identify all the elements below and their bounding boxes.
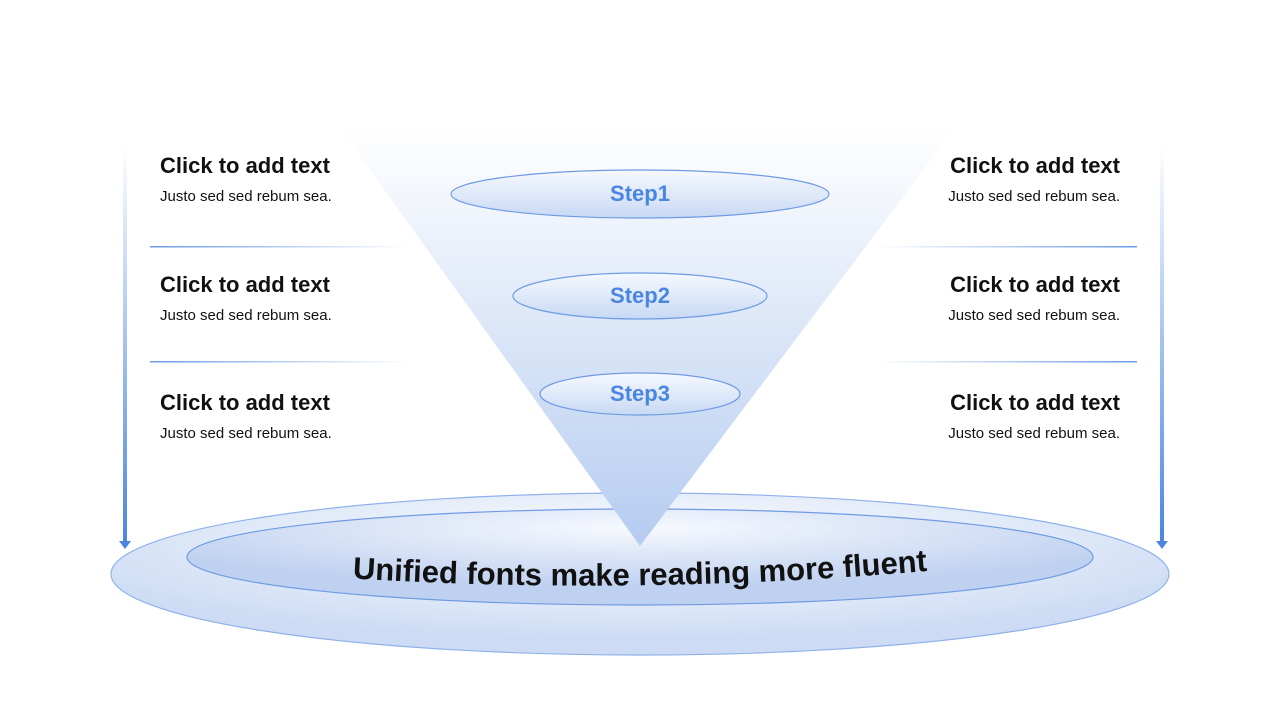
right-arrow-shaft <box>1160 145 1164 541</box>
right-arrow-head <box>1156 541 1168 549</box>
left-item-title[interactable]: Click to add text <box>160 153 330 178</box>
right-divider-2 <box>877 361 1137 363</box>
right-item-body[interactable]: Justo sed sed rebum sea. <box>948 425 1120 442</box>
left-item-body[interactable]: Justo sed sed rebum sea. <box>160 307 332 324</box>
left-item-title[interactable]: Click to add text <box>160 390 330 415</box>
step-3-label: Step3 <box>610 381 670 406</box>
right-item-3: Click to add text Justo sed sed rebum se… <box>860 390 1120 443</box>
left-item-title[interactable]: Click to add text <box>160 272 330 297</box>
step3-ellipse <box>539 372 741 416</box>
right-item-title[interactable]: Click to add text <box>950 390 1120 415</box>
left-arrow-head <box>119 541 131 549</box>
right-item-2: Click to add text Justo sed sed rebum se… <box>860 272 1120 325</box>
step1-ellipse <box>450 169 830 219</box>
right-item-body[interactable]: Justo sed sed rebum sea. <box>948 307 1120 324</box>
step2-ellipse <box>512 272 768 320</box>
left-divider-1 <box>150 246 410 248</box>
left-divider-2 <box>150 361 410 363</box>
left-arrow-shaft <box>123 145 127 541</box>
left-item-body[interactable]: Justo sed sed rebum sea. <box>160 188 332 205</box>
step-2-label: Step2 <box>610 283 670 308</box>
right-item-title[interactable]: Click to add text <box>950 153 1120 178</box>
funnel-triangle <box>340 128 955 546</box>
right-item-body[interactable]: Justo sed sed rebum sea. <box>948 188 1120 205</box>
right-item-title[interactable]: Click to add text <box>950 272 1120 297</box>
step-1-label: Step1 <box>610 181 670 206</box>
left-item-3: Click to add text Justo sed sed rebum se… <box>160 390 420 443</box>
right-divider-1 <box>877 246 1137 248</box>
left-item-2: Click to add text Justo sed sed rebum se… <box>160 272 420 325</box>
right-item-1: Click to add text Justo sed sed rebum se… <box>860 153 1120 206</box>
left-item-body[interactable]: Justo sed sed rebum sea. <box>160 425 332 442</box>
left-item-1: Click to add text Justo sed sed rebum se… <box>160 153 420 206</box>
